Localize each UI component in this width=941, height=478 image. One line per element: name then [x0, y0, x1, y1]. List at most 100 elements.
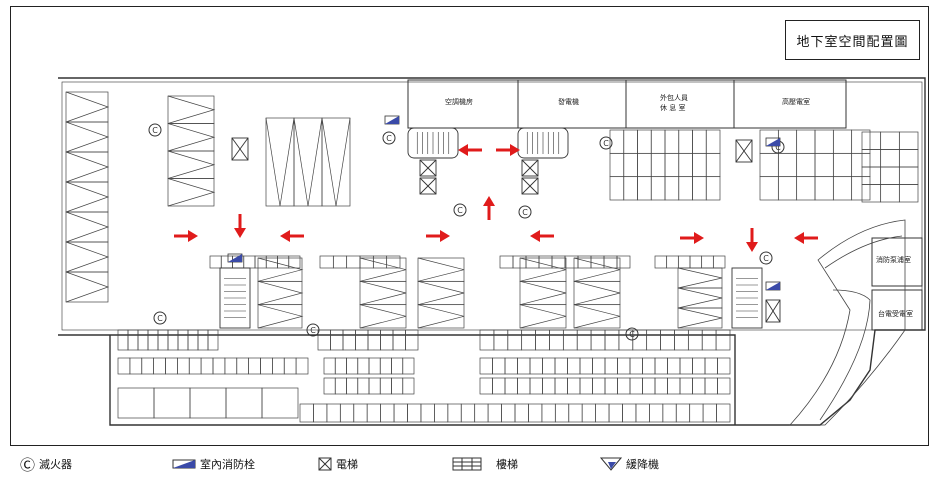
evacuation-arrow [234, 214, 246, 238]
parking-stall [165, 357, 178, 375]
parking-stall [554, 357, 568, 375]
stall-grid [861, 131, 919, 203]
arrow-head [510, 144, 520, 156]
parking-stall [581, 403, 596, 423]
parking-stall [167, 150, 215, 179]
evacuation-arrow [458, 144, 482, 156]
parking-stall [391, 357, 404, 375]
parking-stall [187, 329, 199, 351]
stall-mark [417, 280, 465, 306]
parking-stall [677, 267, 723, 289]
parking-stall [567, 377, 581, 395]
parking-stall [674, 329, 689, 351]
parking-stall [716, 403, 731, 423]
stall-grid [479, 329, 731, 351]
legend-elevator: 電梯 [318, 452, 358, 476]
stall-mark [257, 257, 304, 282]
parking-stall [759, 152, 779, 178]
parking-stall [861, 166, 882, 185]
parking-stall [654, 357, 668, 375]
parking-stall [662, 403, 677, 423]
stall-mark [519, 304, 567, 329]
elevator-box [419, 177, 437, 195]
parking-stall [380, 403, 395, 423]
parking-stall [642, 377, 656, 395]
parking-stall [609, 152, 625, 178]
parking-stall [692, 377, 706, 395]
parking-stall [65, 271, 109, 303]
parking-stall [293, 117, 323, 207]
descender-icon [600, 457, 622, 471]
extinguisher-letter: C [157, 314, 163, 323]
parking-stall [777, 176, 798, 201]
parking-stall [117, 329, 129, 351]
evacuation-arrow [680, 232, 704, 244]
parking-stall [521, 329, 536, 351]
parking-stall [197, 329, 209, 351]
stall-mark [65, 241, 110, 273]
parking-stall [367, 329, 381, 351]
parking-stall [542, 357, 556, 375]
stall-grid [323, 377, 415, 395]
parking-stall [236, 357, 249, 375]
extinguisher-ring [453, 203, 467, 217]
parking-stall [402, 357, 415, 375]
elevator-cross [521, 159, 539, 177]
parking-stall [650, 176, 666, 201]
elevator-icon [765, 299, 781, 323]
parking-stall [898, 131, 919, 150]
stall-mark [573, 280, 621, 306]
elevator-box [231, 137, 249, 161]
parking-stall [379, 357, 392, 375]
parking-stall [678, 152, 693, 178]
parking-stall [832, 176, 853, 201]
stall-block [265, 117, 351, 207]
parking-stall [646, 329, 661, 351]
parking-stall [499, 255, 514, 269]
stall-grid [117, 357, 309, 375]
extinguisher-letter: C [775, 143, 781, 152]
parking-stall [715, 329, 731, 351]
parking-stall [65, 121, 109, 153]
parking-stall [519, 257, 567, 282]
parking-stall [355, 329, 369, 351]
parking-stall [479, 329, 495, 351]
parking-stall [664, 152, 680, 178]
stall-grid [479, 377, 731, 395]
parking-stall [608, 403, 623, 423]
extinguisher-ring [153, 311, 167, 325]
parking-stall [649, 403, 664, 423]
parking-stall [346, 377, 359, 395]
parking-stall [177, 357, 190, 375]
parking-stall [272, 357, 285, 375]
parking-stall [637, 129, 652, 154]
parking-stall [117, 357, 131, 375]
parking-stall [288, 255, 301, 269]
parking-stall [127, 329, 139, 351]
elevator-box [521, 177, 539, 195]
parking-stall [391, 377, 404, 395]
parking-stall [248, 357, 261, 375]
elevator-cross [735, 139, 753, 163]
parking-stall [717, 357, 731, 375]
parking-stall [677, 287, 723, 309]
fire-extinguisher-icon: Ⓒ [20, 455, 36, 474]
parking-stall [832, 152, 853, 178]
parking-stall [861, 131, 882, 150]
legend-hydrant: 室內消防栓 [172, 452, 255, 476]
room-ac: 空調機房 [445, 97, 473, 106]
arrow-head [794, 232, 804, 244]
parking-stall [554, 403, 570, 423]
parking-stall [832, 129, 853, 154]
parking-stall [209, 255, 222, 269]
parking-stall [299, 403, 314, 423]
parking-stall [664, 176, 680, 201]
extinguisher-letter: C [763, 254, 769, 263]
legend-extinguisher: Ⓒ 滅火器 [20, 452, 72, 476]
parking-stalls [65, 91, 919, 423]
stall-block [359, 257, 407, 329]
parking-stall [359, 257, 407, 282]
elevator-icon [521, 177, 539, 195]
arrow-head [458, 144, 468, 156]
parking-stall [334, 377, 347, 395]
